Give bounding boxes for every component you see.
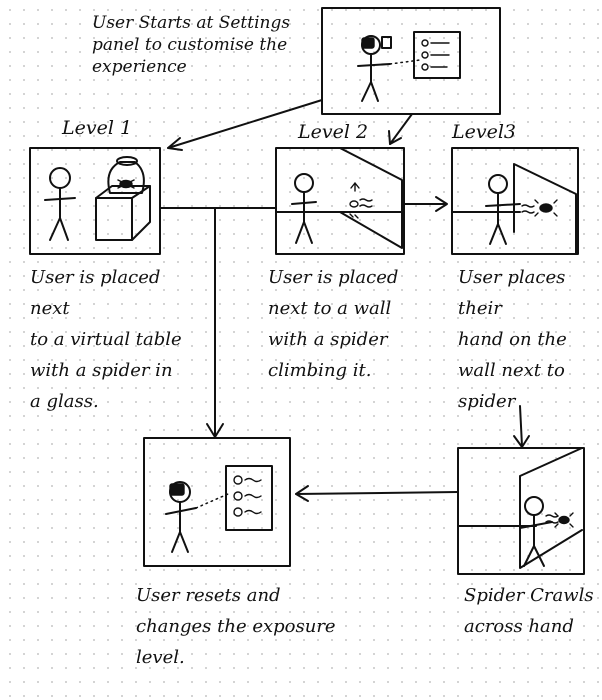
frame-level-3 bbox=[451, 147, 579, 255]
level-3-caption: User places their hand on the wall next … bbox=[458, 267, 567, 412]
arrow-level2-to-level3 bbox=[403, 196, 448, 212]
level-1-label: Level 1 bbox=[62, 117, 133, 139]
spider-icon bbox=[521, 199, 558, 217]
arrow-levels-to-reset bbox=[159, 207, 277, 438]
level-1-caption: User is placed next to a virtual table w… bbox=[30, 267, 182, 412]
level-3-label: Level3 bbox=[452, 121, 517, 143]
vr-user-figure bbox=[165, 481, 197, 553]
user-figure bbox=[485, 174, 521, 245]
arrow-level3-to-crawl bbox=[513, 405, 530, 448]
arrow-settings-to-level2 bbox=[388, 113, 413, 145]
settings-panel-icon bbox=[225, 465, 273, 531]
spider-icon bbox=[349, 182, 373, 219]
frame-spider-crawls bbox=[457, 447, 585, 575]
intro-note: User Starts at Settings panel to customi… bbox=[92, 13, 291, 77]
spider-icon bbox=[117, 179, 135, 189]
frame-level-1 bbox=[29, 147, 161, 255]
frame-reset-settings bbox=[143, 437, 291, 567]
user-figure bbox=[519, 496, 553, 567]
spider-icon bbox=[545, 512, 574, 528]
user-figure bbox=[44, 167, 76, 241]
vr-user-figure bbox=[357, 35, 392, 102]
user-figure bbox=[291, 173, 317, 244]
level-2-label: Level 2 bbox=[298, 121, 369, 143]
table-with-glass bbox=[95, 156, 151, 241]
settings-panel-icon bbox=[413, 31, 461, 79]
level-2-caption: User is placed next to a wall with a spi… bbox=[268, 267, 399, 381]
arrow-settings-to-level1 bbox=[167, 99, 323, 151]
arrow-crawl-to-reset bbox=[295, 485, 459, 502]
spider-crawl-caption: Spider Crawls across hand bbox=[464, 585, 594, 637]
frame-settings-start bbox=[321, 7, 501, 115]
reset-caption: User resets and changes the exposure lev… bbox=[136, 585, 336, 668]
frame-level-2 bbox=[275, 147, 405, 255]
